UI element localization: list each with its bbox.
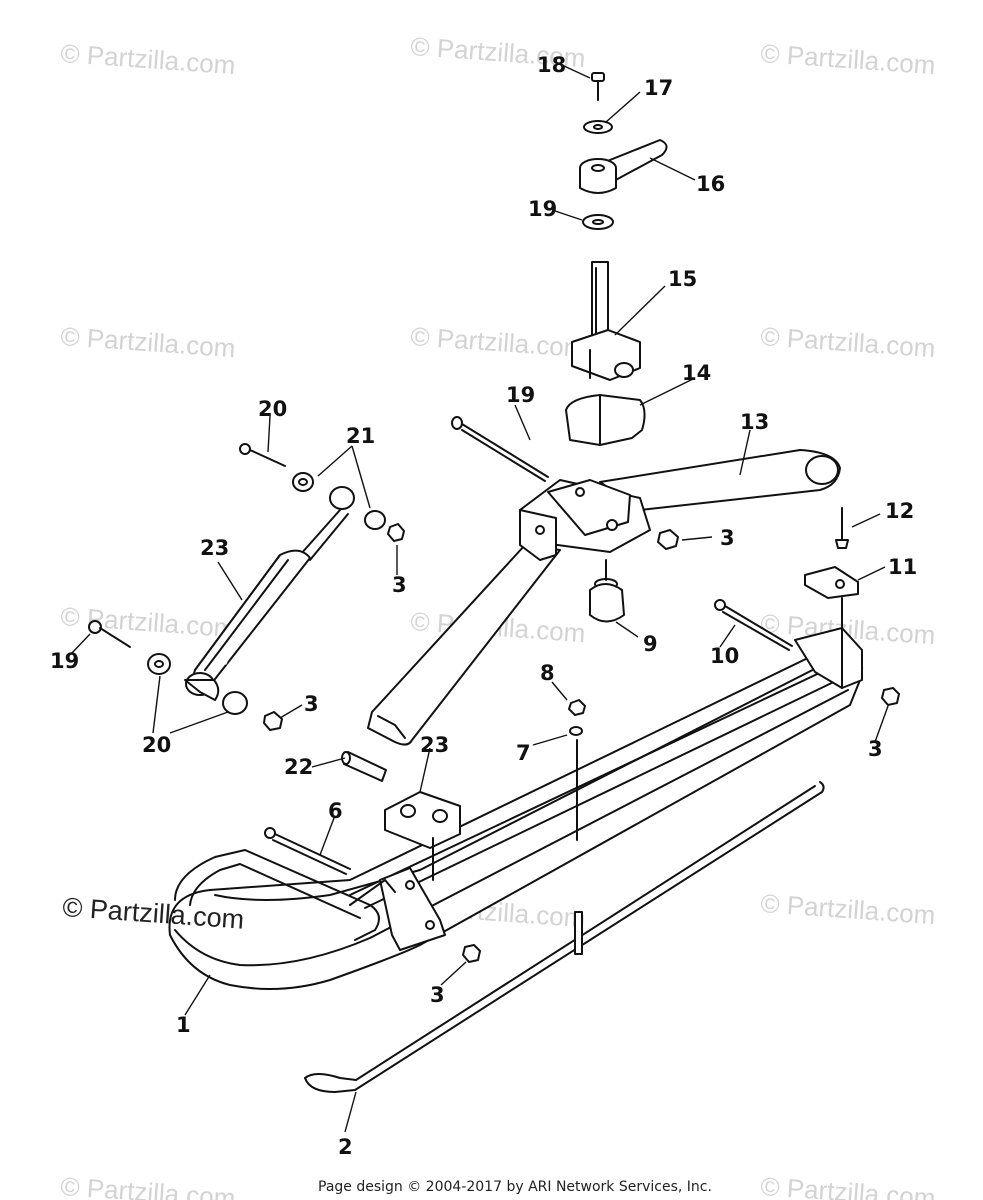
callout-6: 8 bbox=[540, 661, 555, 685]
callout-9: 11 bbox=[888, 555, 917, 579]
callout-14: 16 bbox=[696, 172, 725, 196]
callout-15: 17 bbox=[644, 76, 673, 100]
callout-18: 19 bbox=[506, 383, 535, 407]
callout-21: 23 bbox=[200, 536, 229, 560]
watermark: © Partzilla.com bbox=[60, 38, 237, 80]
watermark: © Partzilla.com bbox=[760, 38, 937, 80]
watermark: © Partzilla.com bbox=[60, 321, 237, 363]
callout-20: 21 bbox=[346, 424, 375, 448]
footer-copyright: Page design © 2004-2017 by ARI Network S… bbox=[318, 1179, 712, 1195]
watermark: © Partzilla.com bbox=[760, 888, 937, 930]
callout-3: 3 bbox=[430, 983, 445, 1007]
callout-23: 23 bbox=[420, 733, 449, 757]
hardware bbox=[264, 507, 900, 963]
watermark: © Partzilla.com bbox=[60, 1171, 237, 1200]
callout-3: 3 bbox=[304, 692, 319, 716]
callout-22: 22 bbox=[284, 755, 313, 779]
callout-2: 2 bbox=[338, 1135, 353, 1159]
watermark: © Partzilla.com bbox=[760, 321, 937, 363]
callout-1: 1 bbox=[176, 1013, 191, 1037]
leader-lines bbox=[70, 65, 889, 1133]
ski-runner-wear-bar bbox=[304, 781, 825, 1093]
callout-10: 12 bbox=[885, 499, 914, 523]
callout-11: 13 bbox=[740, 410, 769, 434]
callout-16: 18 bbox=[537, 53, 566, 77]
watermark: © Partzilla.com bbox=[60, 601, 237, 643]
callout-3: 3 bbox=[720, 526, 735, 550]
spring-arm-bracket bbox=[367, 416, 841, 746]
callout-20: 20 bbox=[142, 733, 171, 757]
ski bbox=[168, 627, 864, 990]
callout-3: 3 bbox=[868, 737, 883, 761]
callout-19: 20 bbox=[258, 397, 287, 421]
callout-17: 19 bbox=[528, 197, 557, 221]
callout-3: 3 bbox=[392, 573, 407, 597]
callouts: 18 17 16 19 15 14 19 13 12 11 3 9 10 8 7… bbox=[50, 53, 917, 1159]
watermark: © Partzilla.com bbox=[410, 321, 587, 363]
callout-5: 7 bbox=[516, 741, 531, 765]
callout-12: 14 bbox=[682, 361, 711, 385]
callout-19: 19 bbox=[50, 649, 79, 673]
callout-7: 9 bbox=[643, 632, 658, 656]
shock-absorber bbox=[88, 443, 405, 731]
watermark: © Partzilla.com bbox=[760, 1171, 937, 1200]
callout-8: 10 bbox=[710, 644, 739, 668]
callout-4: 6 bbox=[328, 799, 343, 823]
callout-13: 15 bbox=[668, 267, 697, 291]
spindle-assembly bbox=[565, 72, 668, 446]
